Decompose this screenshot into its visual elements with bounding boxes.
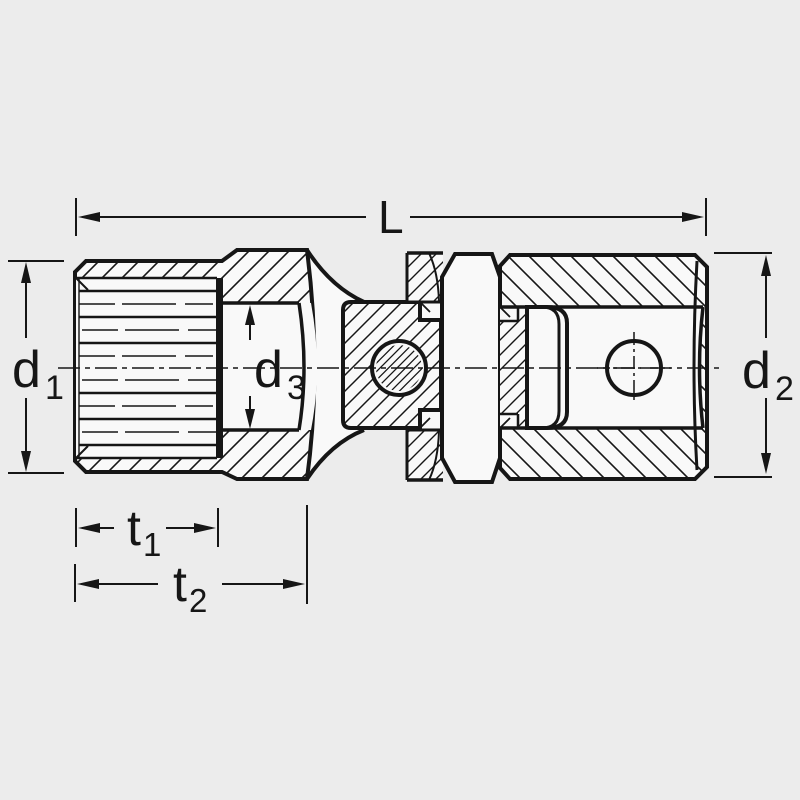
joint-cross-block [341, 300, 443, 430]
arrow-left-icon [77, 579, 99, 589]
dimension-d1-extension-lines [8, 260, 64, 474]
drive-end-section [498, 253, 709, 481]
arrow-down-icon [761, 453, 771, 474]
block-notch-chamfers [420, 302, 431, 428]
socket-bore-chamfers [75, 277, 89, 459]
arrow-left-icon [78, 523, 100, 533]
arrow-right-icon [194, 523, 216, 533]
yoke-neck-curves [305, 248, 365, 481]
socket-serrations [79, 289, 216, 447]
dimension-d2-subscript: 2 [775, 370, 794, 408]
dimension-d3-subscript: 3 [287, 369, 306, 407]
dimension-t1-subscript: 1 [143, 526, 161, 563]
drive-bore-edges [500, 305, 703, 430]
arrow-down-icon [245, 409, 255, 429]
dimension-L-extension-lines [75, 198, 707, 236]
d3-chamber-right-wall [297, 302, 306, 431]
yoke-arm-top-edges [405, 253, 443, 304]
arrow-down-icon [21, 451, 31, 472]
dimension-d3-label: d [254, 341, 283, 399]
dimension-t1: t 1 [75, 500, 219, 563]
arrow-left-icon [78, 212, 100, 222]
dimension-d3: d 3 [245, 305, 306, 429]
notch-edges [500, 307, 520, 428]
notch-chamfers [500, 307, 511, 428]
dimension-L-label: L [378, 191, 404, 243]
yoke-arm-bottom-edges [405, 428, 443, 480]
dimension-t2: t 2 [74, 505, 308, 619]
d3-chamber [223, 303, 304, 430]
block-outline [341, 300, 443, 430]
socket-end-section [73, 248, 365, 481]
arrow-right-icon [283, 579, 305, 589]
arrow-up-icon [761, 255, 771, 276]
dimension-d2-extension-lines [714, 252, 772, 478]
d3-chamber-edges [223, 301, 299, 432]
arrow-up-icon [245, 305, 255, 325]
dimension-d2: d 2 [714, 252, 794, 478]
yoke-arm-top-fillet [428, 252, 440, 302]
yoke-arm-bottom-fillet [428, 430, 440, 481]
dimension-t1-extension-lines [75, 508, 219, 547]
dimension-t2-extension-lines [74, 505, 308, 604]
dimension-t2-subscript: 2 [189, 582, 207, 619]
right-yoke-arms [405, 251, 443, 482]
dimension-d1-label: d [12, 341, 41, 399]
arrow-up-icon [21, 262, 31, 283]
socket-bore-edges [76, 276, 217, 460]
dimension-d2-label: d [742, 342, 771, 400]
dimension-d1: d 1 [8, 260, 64, 474]
arrow-right-icon [682, 212, 704, 222]
dimension-t2-label: t [173, 556, 187, 612]
dimension-t1-label: t [127, 500, 141, 556]
dimension-L: L [75, 191, 707, 243]
dimension-d1-subscript: 1 [45, 369, 64, 407]
drive-barrel-curve [692, 260, 699, 471]
